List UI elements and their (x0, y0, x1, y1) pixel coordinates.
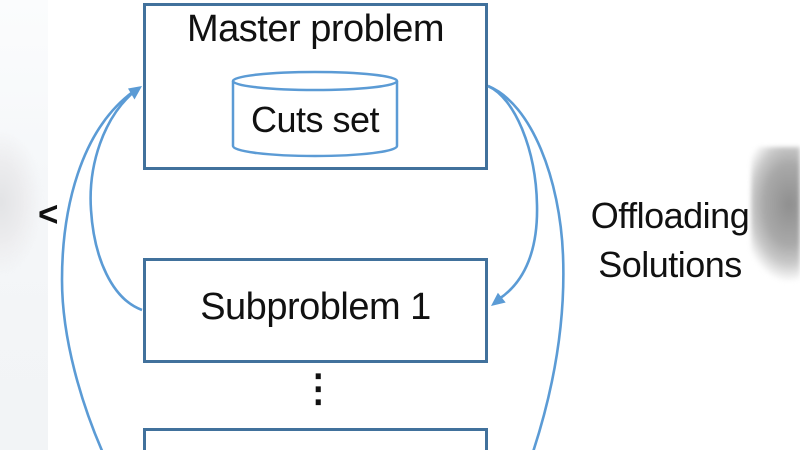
right-watermark-smudge (751, 147, 800, 321)
vertical-ellipsis: ⋮ (299, 368, 337, 410)
arrow-right-outer (487, 84, 565, 450)
left-watermark-smudge (0, 130, 42, 290)
subproblem-1-label: Subproblem 1 (200, 286, 431, 328)
arrowhead-into-subproblem-icon (491, 292, 506, 306)
arrow-right-inner (487, 84, 539, 301)
subproblem-n-box-cropped (143, 428, 488, 450)
cropped-left-text-fragment: < (38, 195, 58, 234)
offloading-line-1: Offloading (590, 195, 750, 236)
cuts-set-cylinder-icon (231, 70, 399, 158)
arrow-left-inner (89, 88, 143, 312)
cuts-set-label: Cuts set (250, 99, 380, 140)
offloading-solutions-label: Offloading Solutions (570, 191, 770, 289)
offloading-line-2: Solutions (598, 244, 742, 285)
arrowhead-into-master-icon (128, 86, 142, 100)
master-problem-label: Master problem (187, 8, 444, 50)
subproblem-1-box (143, 258, 488, 363)
arrow-left-outer (60, 89, 135, 450)
